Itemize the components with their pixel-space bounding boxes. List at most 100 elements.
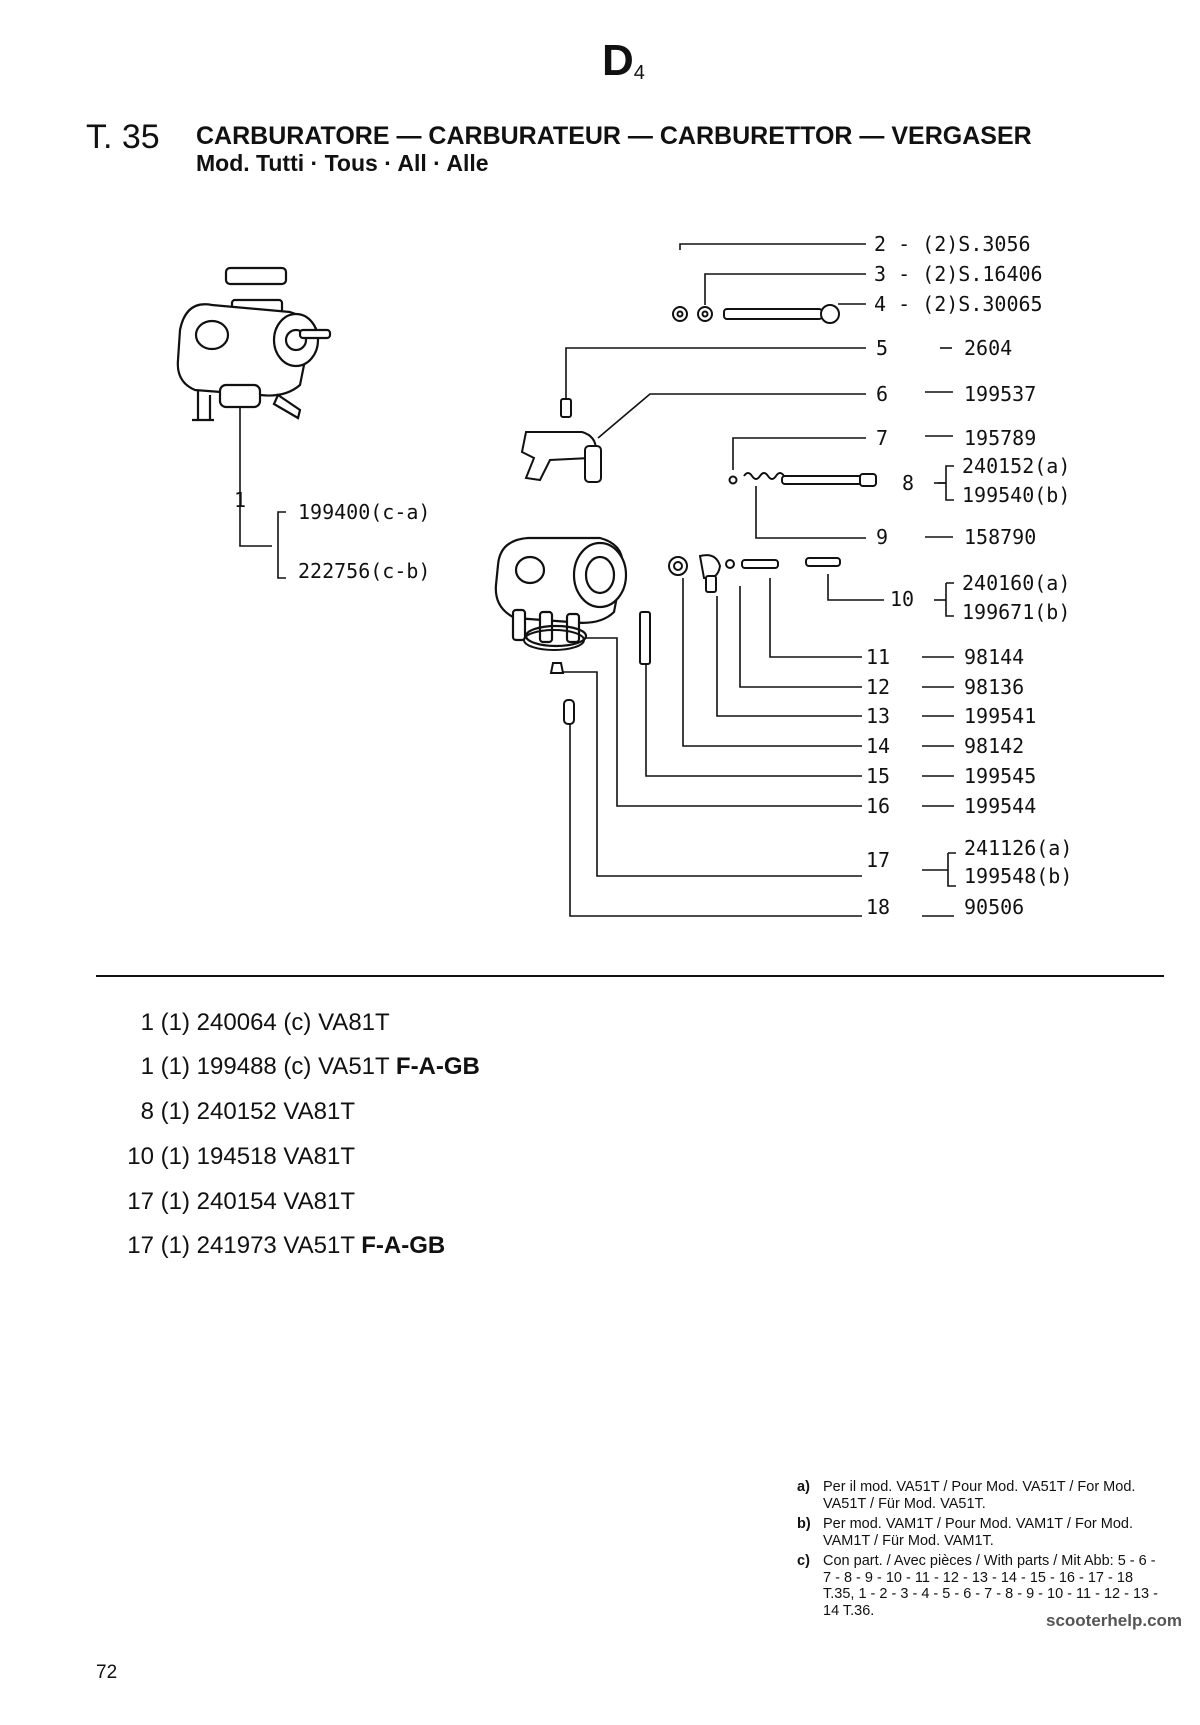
section-index: 4 bbox=[633, 62, 645, 84]
part-code-label: 90506 bbox=[964, 895, 1024, 919]
part-ref-label: 11 bbox=[866, 645, 890, 669]
leader-15 bbox=[645, 658, 862, 777]
page-number: 72 bbox=[96, 1662, 118, 1683]
note-text: (1) 240152 VA81T bbox=[160, 1098, 356, 1125]
part-ref-label: 7 bbox=[876, 426, 888, 450]
footnote-key: c) bbox=[797, 1553, 810, 1569]
part-ref-label: 4 - (2)S.30065 bbox=[874, 292, 1043, 316]
banjo-fitting-icon bbox=[698, 554, 722, 580]
pin-icon bbox=[563, 699, 575, 725]
part-ref-label: 18 bbox=[866, 895, 890, 919]
part-code-label: 199540(b) bbox=[962, 483, 1070, 507]
footnote-key: a) bbox=[797, 1479, 810, 1495]
part-ref-label: 10 bbox=[890, 587, 914, 611]
note-ref: 10 bbox=[127, 1143, 154, 1170]
part-code-label: 240152(a) bbox=[962, 454, 1070, 478]
leader-11 bbox=[769, 578, 862, 658]
jet-icon bbox=[549, 662, 565, 674]
carburettor-body-icon bbox=[494, 536, 628, 648]
note-ref: 17 bbox=[127, 1188, 154, 1215]
leader-9 bbox=[755, 486, 866, 539]
part-code-label: 98136 bbox=[964, 675, 1024, 699]
footnote-text: Per il mod. VA51T / Pour Mod. VA51T / Fo… bbox=[823, 1479, 1136, 1512]
footnote: a) Per il mod. VA51T / Pour Mod. VA51T / … bbox=[797, 1479, 1167, 1512]
part-code-label: 241126(a) bbox=[964, 836, 1072, 860]
part-ref-label: 8 bbox=[902, 471, 914, 495]
leader-17 bbox=[563, 671, 862, 877]
ball-icon bbox=[728, 475, 738, 485]
ring-icon bbox=[725, 559, 735, 569]
part-ref-label: 9 bbox=[876, 525, 888, 549]
long-screw-icon bbox=[723, 308, 823, 320]
leader-3 bbox=[704, 273, 866, 305]
table-number: T. 35 bbox=[86, 118, 160, 156]
gasket-icon bbox=[523, 629, 585, 651]
leader-2 bbox=[679, 243, 866, 250]
model-subtitle: Mod. Tutti · Tous · All · Alle bbox=[196, 150, 489, 176]
part-ref-label: 13 bbox=[866, 704, 890, 728]
part-code-label: 98144 bbox=[964, 645, 1024, 669]
note-row: 17 (1) 240154 VA81T bbox=[0, 1188, 500, 1216]
part-code-label: 2604 bbox=[964, 336, 1012, 360]
part-code-label: 199537 bbox=[964, 382, 1036, 406]
note-text: (1) 240064 (c) VA81T bbox=[160, 1009, 390, 1036]
part-code-label: 158790 bbox=[964, 525, 1036, 549]
part-ref-label: 15 bbox=[866, 764, 890, 788]
leader-6 bbox=[597, 393, 866, 439]
section-divider bbox=[96, 975, 1164, 977]
part-code-label: 199544 bbox=[964, 794, 1036, 818]
page-title: CARBURATORE — CARBURATEUR — CARBURETTOR … bbox=[196, 122, 1032, 150]
note-text: (1) 241973 VA51T bbox=[160, 1232, 355, 1259]
part-ref-label: 2 - (2)S.3056 bbox=[874, 232, 1031, 256]
part-code-label: 195789 bbox=[964, 426, 1036, 450]
footnote: b) Per mod. VAM1T / Pour Mod. VAM1T / For… bbox=[797, 1516, 1167, 1549]
part-code-label: 199545 bbox=[964, 764, 1036, 788]
leader-5 bbox=[565, 347, 866, 398]
part-ref-label: 14 bbox=[866, 734, 890, 758]
assembly-ref-label: 1 bbox=[234, 488, 246, 512]
leader-7 bbox=[732, 437, 866, 470]
part-ref-label: 12 bbox=[866, 675, 890, 699]
note-ref: 8 bbox=[140, 1098, 154, 1125]
note-row: 8 (1) 240152 VA81T bbox=[0, 1098, 500, 1126]
note-text: (1) 240154 VA81T bbox=[160, 1188, 356, 1215]
leader-12 bbox=[739, 586, 862, 688]
spring-icon bbox=[743, 472, 785, 480]
footnote-text: Per mod. VAM1T / Pour Mod. VAM1T / For M… bbox=[823, 1516, 1133, 1549]
assembly-code-label: 222756(c-b) bbox=[298, 559, 430, 583]
leader-16 bbox=[586, 637, 862, 807]
footnotes: a) Per il mod. VA51T / Pour Mod. VA51T / … bbox=[797, 1479, 1167, 1623]
part-ref-label: 3 - (2)S.16406 bbox=[874, 262, 1043, 286]
section-letter: D4 bbox=[602, 36, 645, 85]
exploded-parts-diagram: 2 - (2)S.3056 3 - (2)S.16406 4 - (2)S.30… bbox=[176, 232, 1072, 919]
note-market: F-A-GB bbox=[361, 1232, 446, 1259]
carburettor-assembly-icon bbox=[176, 266, 332, 422]
long-bolt-icon bbox=[639, 611, 651, 665]
leader-14 bbox=[682, 578, 862, 747]
note-ref: 1 bbox=[140, 1009, 154, 1036]
part-ref-label: 16 bbox=[866, 794, 890, 818]
part-ref-label: 17 bbox=[866, 848, 890, 872]
note-market: F-A-GB bbox=[395, 1053, 480, 1080]
leader-10 bbox=[827, 574, 884, 601]
footnote-key: b) bbox=[797, 1516, 811, 1532]
note-text: (1) 194518 VA81T bbox=[160, 1143, 356, 1170]
note-ref: 1 bbox=[140, 1053, 154, 1080]
footnote-text: Con part. / Avec pièces / With parts / M… bbox=[823, 1553, 1158, 1619]
note-row: 17 (1) 241973 VA51T F-A-GB bbox=[0, 1232, 500, 1260]
assembly-code-label: 199400(c-a) bbox=[298, 500, 430, 524]
part-ref-label: 6 bbox=[876, 382, 888, 406]
bolt-icon bbox=[741, 559, 779, 569]
note-row: 10 (1) 194518 VA81T bbox=[0, 1143, 500, 1171]
leader-1 bbox=[239, 405, 272, 547]
note-text: (1) 199488 (c) VA51T bbox=[160, 1053, 390, 1080]
jet-screw-icon bbox=[805, 557, 841, 567]
note-row: 1 (1) 199488 (c) VA51T F-A-GB bbox=[0, 1053, 500, 1081]
part-ref-label: 5 bbox=[876, 336, 888, 360]
part-code-label: 199541 bbox=[964, 704, 1036, 728]
part-code-label: 240160(a) bbox=[962, 571, 1070, 595]
needle-icon bbox=[781, 475, 863, 485]
leader-18 bbox=[569, 720, 862, 917]
note-row: 1 (1) 240064 (c) VA81T bbox=[0, 1009, 500, 1037]
note-ref: 17 bbox=[127, 1232, 154, 1259]
